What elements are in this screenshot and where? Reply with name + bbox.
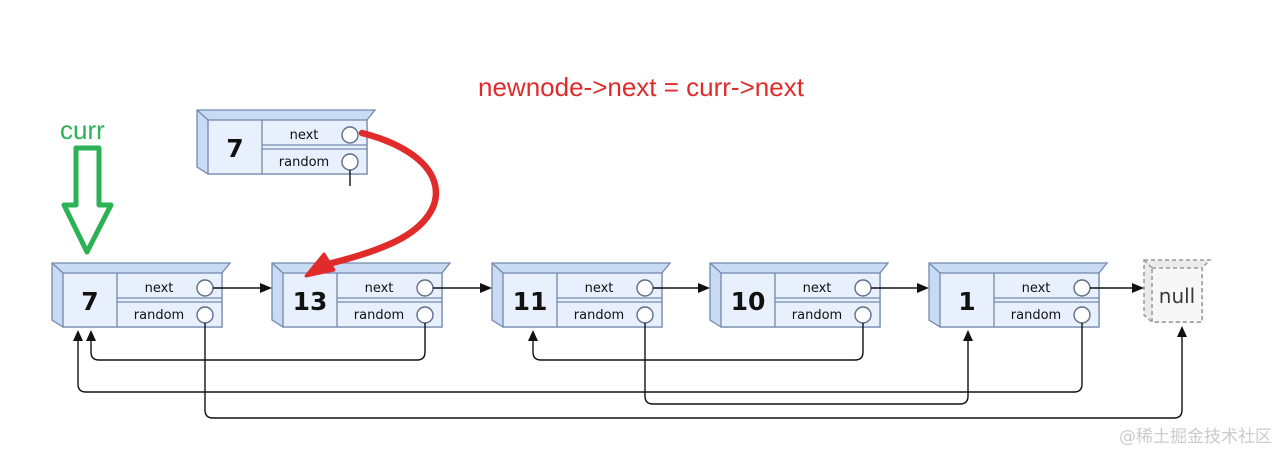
list-node-13-bevel-edge — [271, 262, 284, 274]
list-node-7-front — [62, 272, 223, 328]
random-link-arrowhead — [86, 330, 96, 341]
random-link-arrowhead — [528, 330, 538, 341]
list-node-1-random-pointer — [1073, 306, 1091, 324]
new-node-random-label: random — [279, 155, 329, 170]
next-arrow-1-to-null — [1090, 283, 1144, 293]
list-node-7: 7 next random — [51, 262, 232, 328]
list-node-11-next-pointer — [636, 279, 654, 297]
random-link-arrowhead — [963, 330, 973, 341]
list-node-1-value: 1 — [958, 287, 975, 316]
watermark: @稀土掘金技术社区 — [1119, 427, 1272, 447]
list-node-7-next-label: next — [145, 281, 174, 296]
list-node-7-row-divider — [117, 297, 222, 303]
new-node-bevel-edge — [196, 109, 209, 121]
list-node-1-random-label: random — [1011, 308, 1061, 323]
random-link-13-to-7 — [86, 323, 426, 361]
random-link-line — [77, 323, 1083, 393]
random-link-7-to-null — [204, 323, 1187, 419]
list-node-7-next-pointer — [196, 279, 214, 297]
list-node-11: 11 next random — [491, 262, 672, 328]
list-node-13-next-pointer — [416, 279, 434, 297]
red-arrowhead — [304, 252, 336, 278]
list-node-13: 13 next random — [271, 262, 452, 328]
list-node-11-front — [502, 272, 663, 328]
next-arrowhead — [480, 283, 492, 293]
curr-down-arrow-icon — [61, 145, 114, 255]
random-link-11-to-1 — [644, 323, 973, 405]
red-curve — [328, 129, 440, 267]
random-link-arrowhead — [1177, 326, 1187, 337]
random-link-arrowhead — [73, 330, 83, 341]
list-node-13-random-label: random — [354, 308, 404, 323]
list-node-13-row-divider — [337, 297, 442, 303]
list-node-11-row-divider — [557, 297, 662, 303]
next-arrowhead — [1132, 283, 1144, 293]
random-link-line — [532, 323, 864, 361]
list-node-1-next-label: next — [1022, 281, 1051, 296]
list-node-11-next-label: next — [585, 281, 614, 296]
list-node-7-random-label: random — [134, 308, 184, 323]
list-node-10-value: 10 — [731, 287, 766, 316]
list-node-10-next-pointer — [854, 279, 872, 297]
list-node-10-bevel-edge — [709, 262, 722, 274]
next-arrow-7-to-13 — [213, 283, 272, 293]
list-node-11-random-pointer — [636, 306, 654, 324]
next-arrow-11-to-10 — [653, 283, 710, 293]
null-node-front — [1151, 267, 1203, 323]
list-node-1: 1 next random — [928, 262, 1109, 328]
random-link-line — [90, 323, 426, 361]
code-annotation: newnode->next = curr->next — [478, 72, 805, 102]
list-node-1-next-pointer — [1073, 279, 1091, 297]
curr-label: curr — [60, 115, 105, 145]
list-node-10-next-label: next — [803, 281, 832, 296]
random-link-line — [204, 323, 1183, 419]
list-node-7-random-pointer — [196, 306, 214, 324]
list-node-10: 10 next random — [709, 262, 890, 328]
list-node-1-bevel-edge — [928, 262, 941, 274]
list-node-7-bevel-edge — [51, 262, 64, 274]
list-node-13-value: 13 — [293, 287, 328, 316]
random-link-line — [644, 323, 969, 405]
null-node-label: null — [1159, 284, 1195, 308]
list-node-1-row-divider — [994, 297, 1099, 303]
new-node: 7 next random — [196, 109, 377, 175]
next-arrowhead — [917, 283, 929, 293]
next-arrow-10-to-1 — [871, 283, 929, 293]
list-node-10-front — [720, 272, 881, 328]
next-arrow-13-to-11 — [433, 283, 492, 293]
next-arrowhead — [260, 283, 272, 293]
list-node-10-random-label: random — [792, 308, 842, 323]
newnode-next-pointer-arrow — [304, 129, 440, 278]
new-node-next-label: next — [290, 128, 319, 143]
list-node-13-front — [282, 272, 443, 328]
random-link-10-to-11 — [528, 323, 864, 361]
list-node-13-random-pointer — [416, 306, 434, 324]
list-node-1-front — [939, 272, 1100, 328]
null-node-bevel-edge — [1143, 259, 1153, 269]
list-node-10-row-divider — [775, 297, 880, 303]
list-node-11-bevel-edge — [491, 262, 504, 274]
new-node-random-pointer — [341, 153, 359, 171]
new-node-value: 7 — [226, 134, 243, 163]
new-node-row-divider — [262, 144, 367, 150]
list-node-11-random-label: random — [574, 308, 624, 323]
list-node-10-random-pointer — [854, 306, 872, 324]
next-arrowhead — [698, 283, 710, 293]
random-link-1-to-7 — [73, 323, 1083, 393]
list-node-13-next-label: next — [365, 281, 394, 296]
list-node-11-value: 11 — [513, 287, 548, 316]
new-node-next-pointer — [341, 126, 359, 144]
new-node-front — [207, 119, 368, 175]
list-node-7-value: 7 — [81, 287, 98, 316]
null-node: null — [1143, 259, 1212, 323]
